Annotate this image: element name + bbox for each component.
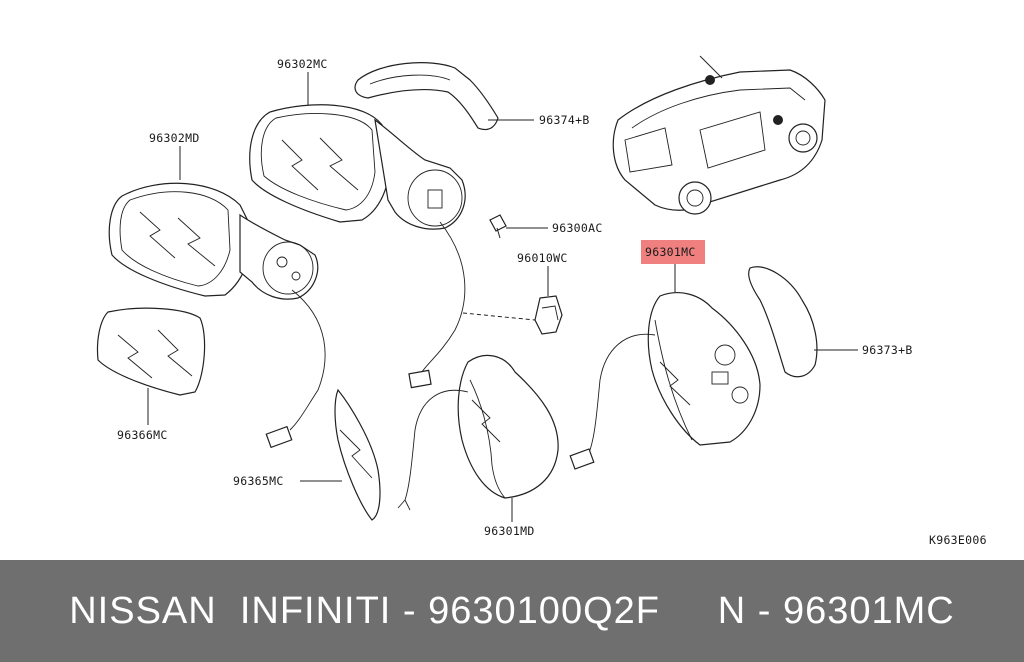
wire-left xyxy=(289,289,326,431)
wire-96301MC xyxy=(587,333,656,456)
label-96365MC: 96365MC xyxy=(233,474,284,488)
screw-96300AC[interactable] xyxy=(489,214,507,239)
mirror-glass-96365MC[interactable] xyxy=(334,388,381,521)
mirror-housing-96301MC[interactable] xyxy=(647,292,761,446)
label-96366MC: 96366MC xyxy=(117,428,168,442)
label-96374B: 96374+B xyxy=(539,113,590,127)
label-96010WC: 96010WC xyxy=(517,251,568,265)
diagram-code: K963E006 xyxy=(929,533,987,547)
mirror-glass-reflection xyxy=(117,329,193,379)
label-96301MD: 96301MD xyxy=(484,524,535,538)
connector-center xyxy=(408,369,432,389)
vehicle-leader xyxy=(699,55,723,79)
footer-part-number: NISSAN INFINITI - 9630100Q2F N - 96301MC xyxy=(69,589,955,632)
connector-96301MC xyxy=(569,448,595,470)
label-highlight xyxy=(641,240,705,264)
parts-diagram: 96302MC 96302MD 96374+B 96300AC 96010WC … xyxy=(96,55,987,547)
wire-end-96301MD xyxy=(397,499,411,511)
label-96301MC: 96301MC xyxy=(645,245,696,259)
cover-top-detail xyxy=(369,74,451,85)
mirror-glass-small-reflection xyxy=(339,429,373,479)
label-96302MD: 96302MD xyxy=(149,131,200,145)
cover-top-96374[interactable] xyxy=(354,62,499,131)
mirror-assembly-left[interactable] xyxy=(108,182,319,300)
wire-96301MD xyxy=(404,389,469,501)
mirror-glass-96366MC[interactable] xyxy=(96,307,206,396)
connector-left xyxy=(265,425,293,449)
clip-dashed-leader xyxy=(462,312,536,321)
mirror-housing-96301MD[interactable] xyxy=(457,354,559,499)
wire-center xyxy=(419,221,466,376)
label-96302MC: 96302MC xyxy=(277,57,328,71)
clip-96010WC[interactable] xyxy=(534,295,563,335)
cover-side-96373[interactable] xyxy=(748,266,818,378)
mirror-assembly-center[interactable] xyxy=(249,104,466,230)
vehicle-illustration xyxy=(612,69,826,215)
label-96373B: 96373+B xyxy=(862,343,913,357)
footer-bar: NISSAN INFINITI - 9630100Q2F N - 96301MC xyxy=(0,560,1024,662)
parts-diagram-svg: 96302MC 96302MD 96374+B 96300AC 96010WC … xyxy=(96,55,987,547)
label-96300AC: 96300AC xyxy=(552,221,603,235)
